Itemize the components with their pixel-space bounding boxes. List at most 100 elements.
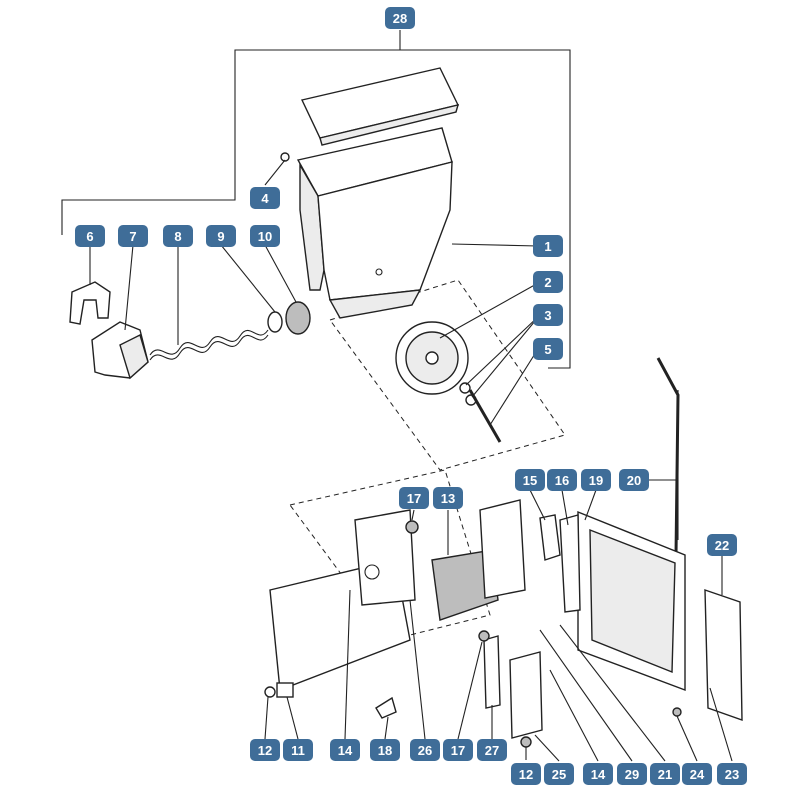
- outlet-7: [91, 321, 149, 380]
- part-label-text: 25: [552, 767, 566, 782]
- part-label-text: 19: [589, 473, 603, 488]
- part-label-badge: [707, 534, 737, 556]
- hopper: [296, 127, 453, 319]
- part-label-text: 17: [451, 743, 465, 758]
- part-label-text: 1: [544, 239, 551, 254]
- part-label: 13: [433, 487, 463, 509]
- part-label-text: 6: [86, 229, 93, 244]
- clip-18: [375, 696, 397, 719]
- part-label: 21: [650, 763, 680, 785]
- nut-17a: [405, 520, 419, 534]
- hinge-16: [559, 514, 581, 613]
- part-label-badge: [619, 469, 649, 491]
- part-label-badge: [385, 7, 415, 29]
- motor-13: [431, 499, 526, 621]
- pin-5: [468, 389, 502, 443]
- o-ring-9: [267, 311, 283, 333]
- part-label: 5: [533, 338, 563, 360]
- part-label: 19: [581, 469, 611, 491]
- part-label-badge: [717, 763, 747, 785]
- part-label-text: 4: [261, 191, 269, 206]
- part-label-text: 17: [407, 491, 421, 506]
- part-label: 24: [682, 763, 712, 785]
- grommet-11: [276, 682, 294, 698]
- part-label-badge: [163, 225, 193, 247]
- part-label-text: 23: [725, 767, 739, 782]
- part-label-badge: [544, 763, 574, 785]
- part-label: 7: [118, 225, 148, 247]
- gear-assembly-dashed-outline: [329, 279, 566, 471]
- part-label: 23: [717, 763, 747, 785]
- part-label: 17: [399, 487, 429, 509]
- part-label-text: 26: [418, 743, 432, 758]
- part-label-badge: [682, 763, 712, 785]
- rod-20: [656, 357, 680, 556]
- part-label-text: 20: [627, 473, 641, 488]
- hopper-lid: [300, 67, 460, 146]
- part-label-badge: [533, 271, 563, 293]
- part-label: 17: [443, 739, 473, 761]
- part-label-text: 18: [378, 743, 392, 758]
- part-label-text: 14: [338, 743, 353, 758]
- part-label: 16: [547, 469, 577, 491]
- washer-3a: [459, 382, 471, 394]
- hinge-bracket-15: [539, 514, 561, 561]
- part-label-text: 21: [658, 767, 672, 782]
- part-label: 14: [583, 763, 613, 785]
- part-label-text: 5: [544, 342, 551, 357]
- part-label-text: 12: [258, 743, 272, 758]
- screw-12a: [264, 686, 276, 698]
- part-label: 4: [250, 187, 280, 209]
- part-label-text: 13: [441, 491, 455, 506]
- part-label-badge: [511, 763, 541, 785]
- part-label: 3: [533, 304, 563, 326]
- part-label-text: 16: [555, 473, 569, 488]
- part-label-text: 15: [523, 473, 537, 488]
- part-label-badge: [206, 225, 236, 247]
- gear-2: [395, 321, 469, 395]
- plate-27: [483, 635, 501, 709]
- part-label-badge: [617, 763, 647, 785]
- part-label-badge: [443, 739, 473, 761]
- part-label-badge: [583, 763, 613, 785]
- nut-10: [285, 301, 311, 335]
- part-label-text: 14: [591, 767, 606, 782]
- part-label: 8: [163, 225, 193, 247]
- part-label: 26: [410, 739, 440, 761]
- assembly-bracket-28: [61, 30, 571, 369]
- nut-17b: [478, 630, 490, 642]
- part-label: 6: [75, 225, 105, 247]
- part-label: 12: [511, 763, 541, 785]
- part-label: 12: [250, 739, 280, 761]
- clip-6: [69, 281, 111, 325]
- nut-24: [672, 707, 682, 717]
- part-label: 9: [206, 225, 236, 247]
- auger-spring-8: [149, 329, 269, 361]
- part-label-badge: [433, 487, 463, 509]
- part-label-text: 8: [174, 229, 181, 244]
- screw-4: [280, 152, 290, 162]
- part-label-badge: [118, 225, 148, 247]
- part-label-text: 7: [129, 229, 136, 244]
- part-label-text: 29: [625, 767, 639, 782]
- part-label-text: 12: [519, 767, 533, 782]
- part-label-badge: [250, 225, 280, 247]
- part-label-badge: [250, 739, 280, 761]
- part-label: 25: [544, 763, 574, 785]
- part-label-badge: [370, 739, 400, 761]
- part-label-badge: [250, 187, 280, 209]
- part-label-badge: [477, 739, 507, 761]
- part-label-badge: [410, 739, 440, 761]
- part-label-badge: [533, 304, 563, 326]
- part-label-text: 3: [544, 308, 551, 323]
- control-box: [269, 509, 416, 691]
- part-label-text: 9: [217, 229, 224, 244]
- part-label: 15: [515, 469, 545, 491]
- part-label: 20: [619, 469, 649, 491]
- part-label-badge: [283, 739, 313, 761]
- nut-12b: [520, 736, 532, 748]
- leader-lines: [89, 159, 733, 762]
